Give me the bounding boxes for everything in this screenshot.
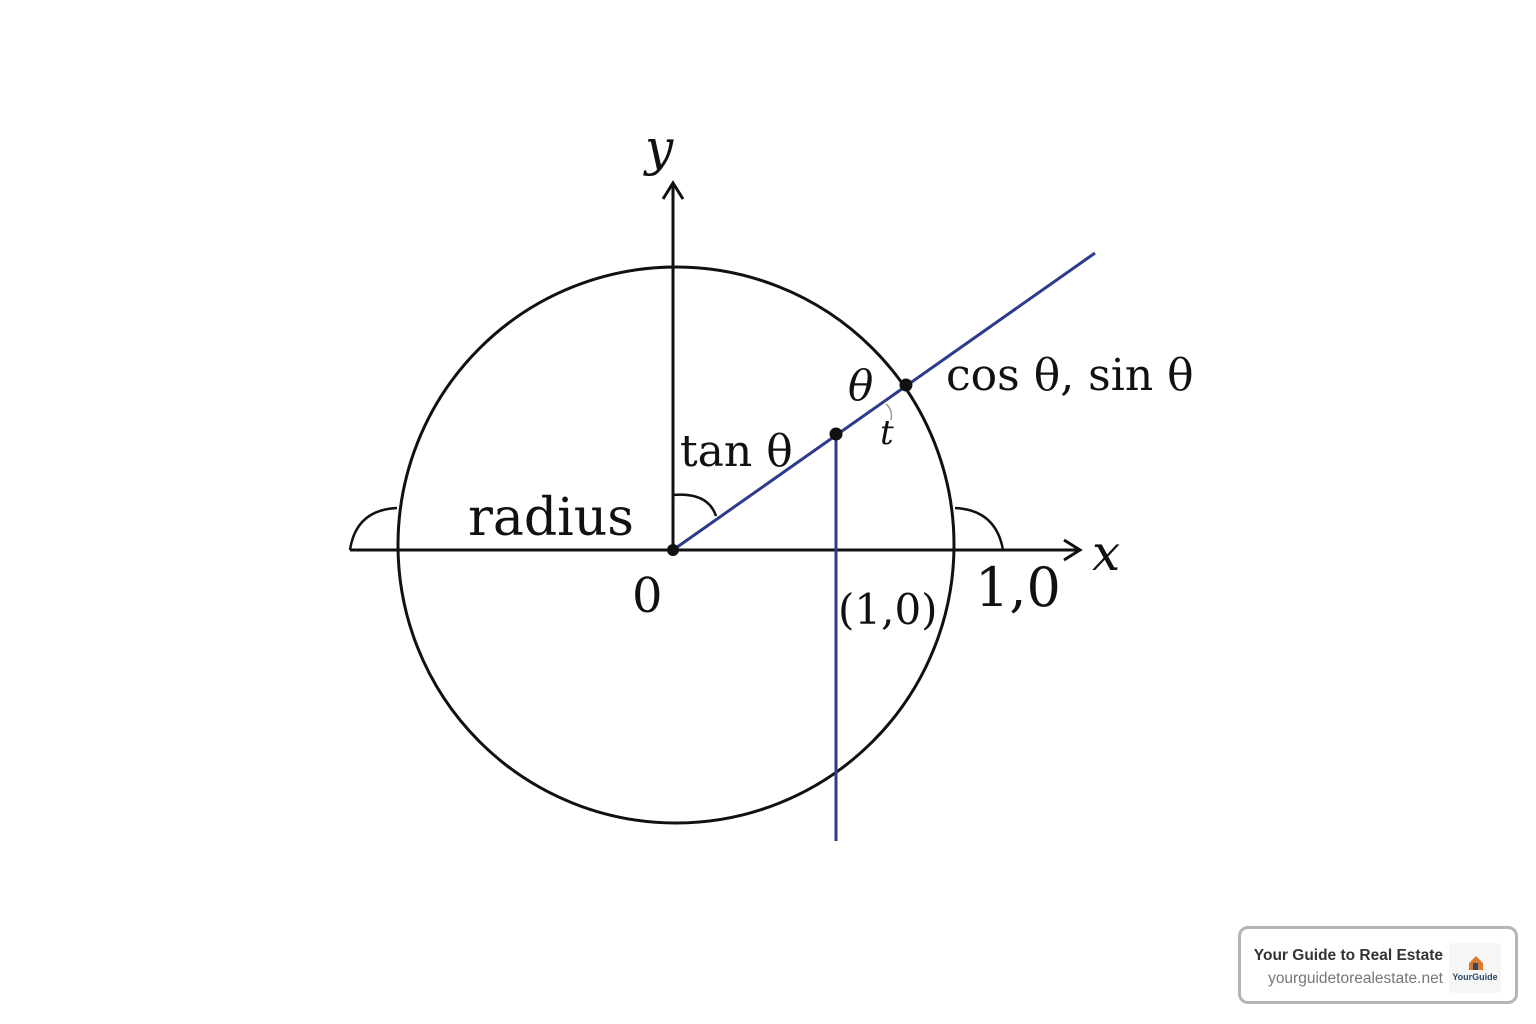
inner-point <box>829 427 843 441</box>
y-axis-label: y <box>643 119 674 177</box>
badge-url[interactable]: yourguidetorealestate.net <box>1268 970 1443 987</box>
tan-label: tan θ <box>680 426 793 477</box>
svg-text:YourGuide: YourGuide <box>1452 972 1497 982</box>
unit-point-label: (1,0) <box>838 585 938 634</box>
origin-point <box>667 544 679 556</box>
source-badge[interactable]: Your Guide to Real Estate yourguidetorea… <box>1238 926 1518 1004</box>
x-intercept-label: 1,0 <box>975 556 1061 619</box>
angle-arc <box>672 493 718 517</box>
x-axis-arrow-icon <box>1063 538 1083 562</box>
point-label: cos θ, sin θ <box>946 350 1194 401</box>
brand-logo: YourGuide <box>1449 943 1501 993</box>
origin-label: 0 <box>632 568 663 624</box>
y-axis-arrow-icon <box>661 180 685 200</box>
right-arc <box>954 506 1005 551</box>
circle-point <box>899 378 913 392</box>
radius-line <box>672 251 1096 552</box>
left-arc <box>348 506 398 551</box>
t-arc <box>885 403 893 421</box>
t-label: t <box>880 413 894 453</box>
unit-circle <box>396 265 956 825</box>
x-axis-label: x <box>1092 524 1120 582</box>
radius-label: radius <box>468 488 634 548</box>
badge-title: Your Guide to Real Estate <box>1253 947 1443 964</box>
theta-label: θ <box>848 361 873 410</box>
house-icon: YourGuide <box>1452 956 1498 982</box>
